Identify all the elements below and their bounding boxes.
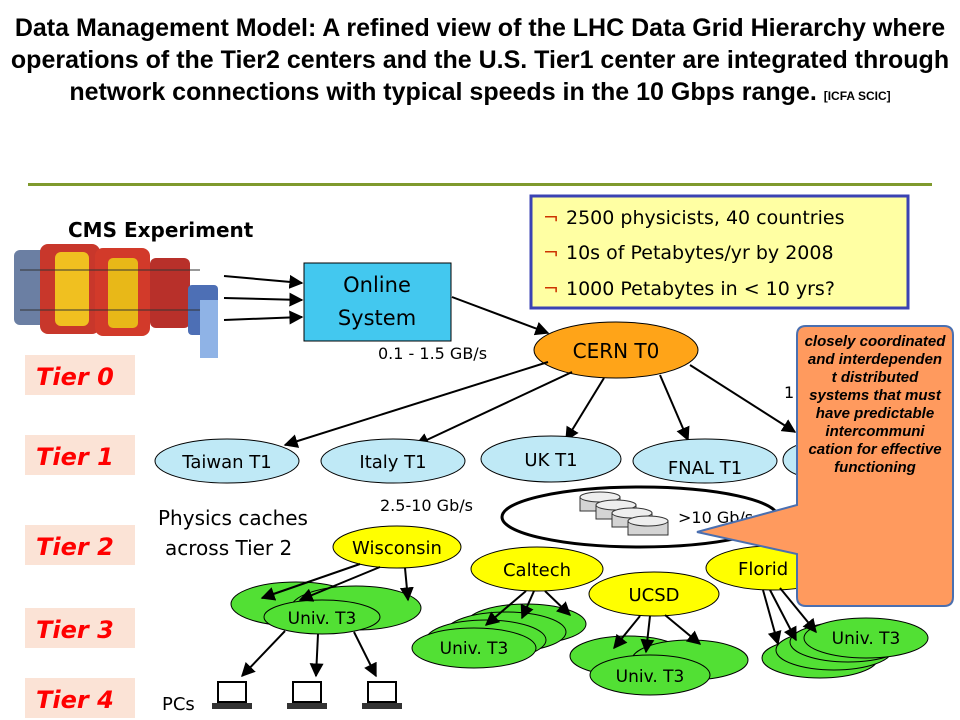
tier-label: Tier 3 (36, 616, 114, 644)
tier3-node (263, 599, 381, 635)
tier2-centers: Wisconsin Caltech UCSD Florid (332, 525, 839, 617)
tier-label: Tier 4 (36, 686, 114, 714)
tier1-label: Taiwan T1 (181, 452, 271, 473)
cern-to-tier1-arrows (283, 361, 797, 448)
tier3-label: Univ. T3 (440, 639, 509, 659)
callout-text: closely coordinated and interdependen t … (804, 333, 946, 476)
online-to-cern-arrow (451, 296, 550, 336)
facts-list: ¬ 2500 physicists, 40 countries ¬ 10s of… (543, 207, 844, 300)
callout-bubble (696, 325, 954, 607)
pc-icon (287, 681, 327, 709)
online-system-line2: System (338, 306, 416, 330)
tier1-node (632, 438, 778, 484)
tier-labels: Tier 0 Tier 1 Tier 2 Tier 3 Tier 4 (25, 355, 135, 718)
tier2-to-tier3-arrows (260, 563, 817, 654)
tier2-node-caltech (470, 546, 604, 592)
cern-t0-label: CERN T0 (573, 339, 660, 363)
tier1-label: FNAL T1 (668, 458, 742, 479)
tier3-node (411, 627, 537, 669)
tier3-label: Univ. T3 (832, 629, 901, 649)
title-divider (28, 183, 932, 186)
fact-bullet: ¬ (543, 242, 559, 264)
online-system-line1: Online (343, 273, 411, 297)
fact-bullet: ¬ (543, 278, 559, 300)
page-title: Data Management Model: A refined view of… (10, 12, 950, 112)
tier1-node (320, 438, 466, 484)
fact-item: 10s of Petabytes/yr by 2008 (566, 242, 834, 264)
cms-detector-image (14, 244, 218, 358)
tier-box (25, 525, 135, 565)
tier3-to-pc-arrows (241, 630, 377, 678)
tier2-label: Caltech (503, 560, 571, 581)
physics-caches-line1: Physics caches (158, 506, 308, 530)
tier3-label: Univ. T3 (288, 609, 357, 629)
tier-box (25, 608, 135, 648)
tier1-label: UK T1 (524, 450, 577, 471)
fact-item: 1000 Petabytes in < 10 yrs? (566, 278, 835, 300)
facts-box (529, 194, 910, 310)
tier3-label: Univ. T3 (616, 667, 685, 687)
online-system-box (303, 262, 452, 342)
tier2-node-ucsd (588, 571, 720, 617)
tier2-label: Florid (738, 559, 788, 580)
storage-disks-icon (579, 491, 669, 536)
cern-t0-node (533, 321, 699, 379)
tier1-node (480, 435, 622, 483)
tier3-node (803, 617, 929, 659)
tier1-node (154, 438, 300, 484)
tier2-label: UCSD (628, 585, 679, 606)
title-text: Data Management Model: A refined view of… (10, 14, 950, 106)
title-citation: [ICFA SCIC] (823, 89, 891, 103)
partial-rate-label: 1 (784, 383, 794, 402)
fact-bullet: ¬ (543, 207, 559, 229)
fact-item: 2500 physicists, 40 countries (566, 207, 844, 229)
tier1-rate-label: 2.5-10 Gb/s (380, 496, 473, 515)
online-rate-label: 0.1 - 1.5 GB/s (378, 344, 487, 363)
tier-box (25, 355, 135, 395)
cms-experiment-label: CMS Experiment (68, 218, 254, 242)
tier-label: Tier 0 (36, 363, 114, 391)
tier-label: Tier 1 (36, 443, 114, 471)
tier-label: Tier 2 (36, 533, 114, 561)
tier1-centers: Taiwan T1 Italy T1 UK T1 FNAL T1 (154, 435, 848, 484)
detector-to-online-arrows (223, 274, 304, 325)
pc-icon (362, 681, 402, 709)
tier-box (25, 678, 135, 718)
tier2-label: Wisconsin (352, 538, 442, 559)
tier1-label: Italy T1 (359, 452, 426, 473)
tier3-node (589, 654, 711, 696)
tier-box (25, 435, 135, 475)
physics-caches-line2: across Tier 2 (165, 536, 292, 560)
pcs-label: PCs (162, 694, 195, 715)
pc-icon (212, 681, 252, 709)
tier2-node-wisconsin (332, 525, 462, 569)
tier3-clusters: Univ. T3 Univ. T3 Univ. T3 Univ. T3 (230, 581, 929, 696)
